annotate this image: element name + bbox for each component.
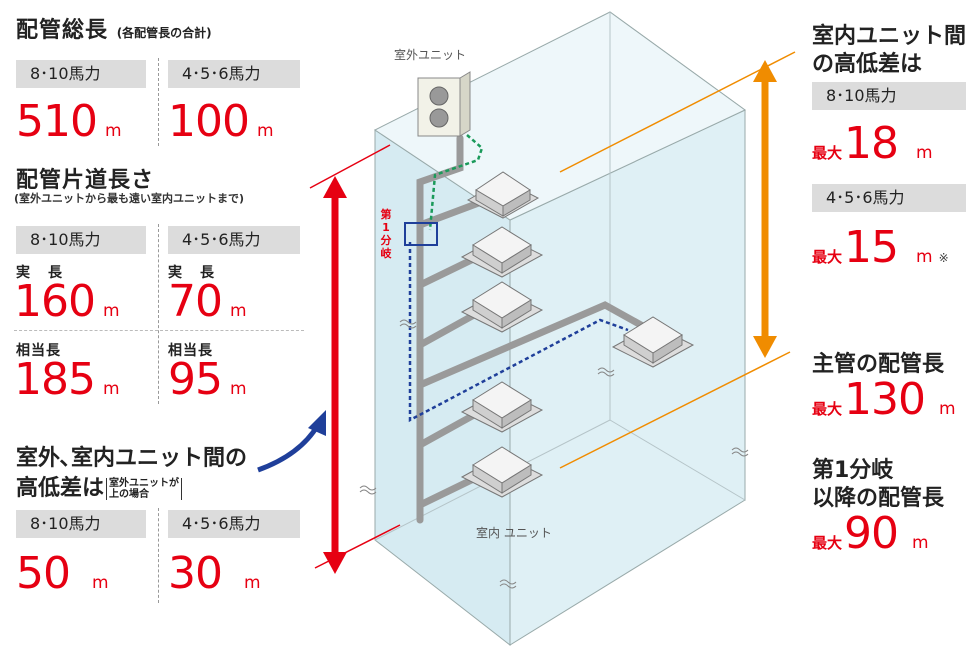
one-way-title: 配管片道長さ — [16, 168, 155, 193]
break-marks — [359, 319, 749, 589]
indoor-diff-tag-8-10: 8･10馬力 — [812, 82, 966, 110]
indoor-diff-title-line1: 室内ユニット間 — [812, 24, 967, 49]
actual-length-label-8-10: 実 長 — [16, 265, 64, 281]
height-diff-tag-8-10: 8･10馬力 — [16, 510, 146, 538]
orange-height-arrow — [559, 51, 796, 469]
total-length-separator — [158, 58, 159, 146]
blue-curved-arrow — [257, 410, 326, 473]
height-diff-title-line2: 高低差は室外ユニットが上の場合 — [16, 470, 183, 502]
equiv-length-label-4-6: 相当長 — [168, 343, 213, 359]
indoor-diff-title-line2: の高低差は — [812, 52, 923, 77]
indoor-units — [460, 171, 695, 498]
first-branch-box — [404, 222, 438, 246]
indoor-unit-label: 室内 ユニット — [476, 526, 552, 540]
one-way-tag-4-6: 4･5･6馬力 — [168, 226, 300, 254]
height-diff-tag-4-6: 4･5･6馬力 — [168, 510, 300, 538]
blue-dashed-route — [408, 242, 629, 423]
height-diff-title-line1: 室外､室内ユニット間の — [16, 446, 248, 471]
one-way-tag-8-10: 8･10馬力 — [16, 226, 146, 254]
outdoor-unit — [417, 71, 471, 137]
indoor-diff-tag-4-6: 4･5･6馬力 — [812, 184, 966, 212]
total-length-tag-8-10: 8･10馬力 — [16, 60, 146, 88]
one-way-note: (室外ユニットから最も遠い室内ユニットまで) — [14, 192, 245, 205]
one-way-row-divider — [14, 330, 304, 331]
actual-length-label-4-6: 実 長 — [168, 265, 216, 281]
total-length-note: (各配管長の合計) — [116, 26, 212, 40]
after-branch-title-line1: 第1分岐 — [812, 458, 894, 483]
total-length-title: 配管総長 (各配管長の合計) — [16, 18, 212, 43]
after-branch-title-line2: 以降の配管長 — [812, 486, 945, 511]
main-pipe-title: 主管の配管長 — [812, 352, 945, 377]
outdoor-unit-label: 室外ユニット — [394, 48, 467, 62]
total-length-tag-4-6: 4･5･6馬力 — [168, 60, 300, 88]
red-height-arrow — [309, 144, 401, 574]
one-way-separator — [158, 224, 159, 404]
height-diff-separator — [158, 508, 159, 603]
building-roof — [374, 11, 746, 221]
equiv-length-label-8-10: 相当長 — [16, 343, 61, 359]
first-branch-label: 第1分岐 — [380, 208, 392, 260]
height-diff-note: 室外ユニットが上の場合 — [106, 478, 183, 500]
